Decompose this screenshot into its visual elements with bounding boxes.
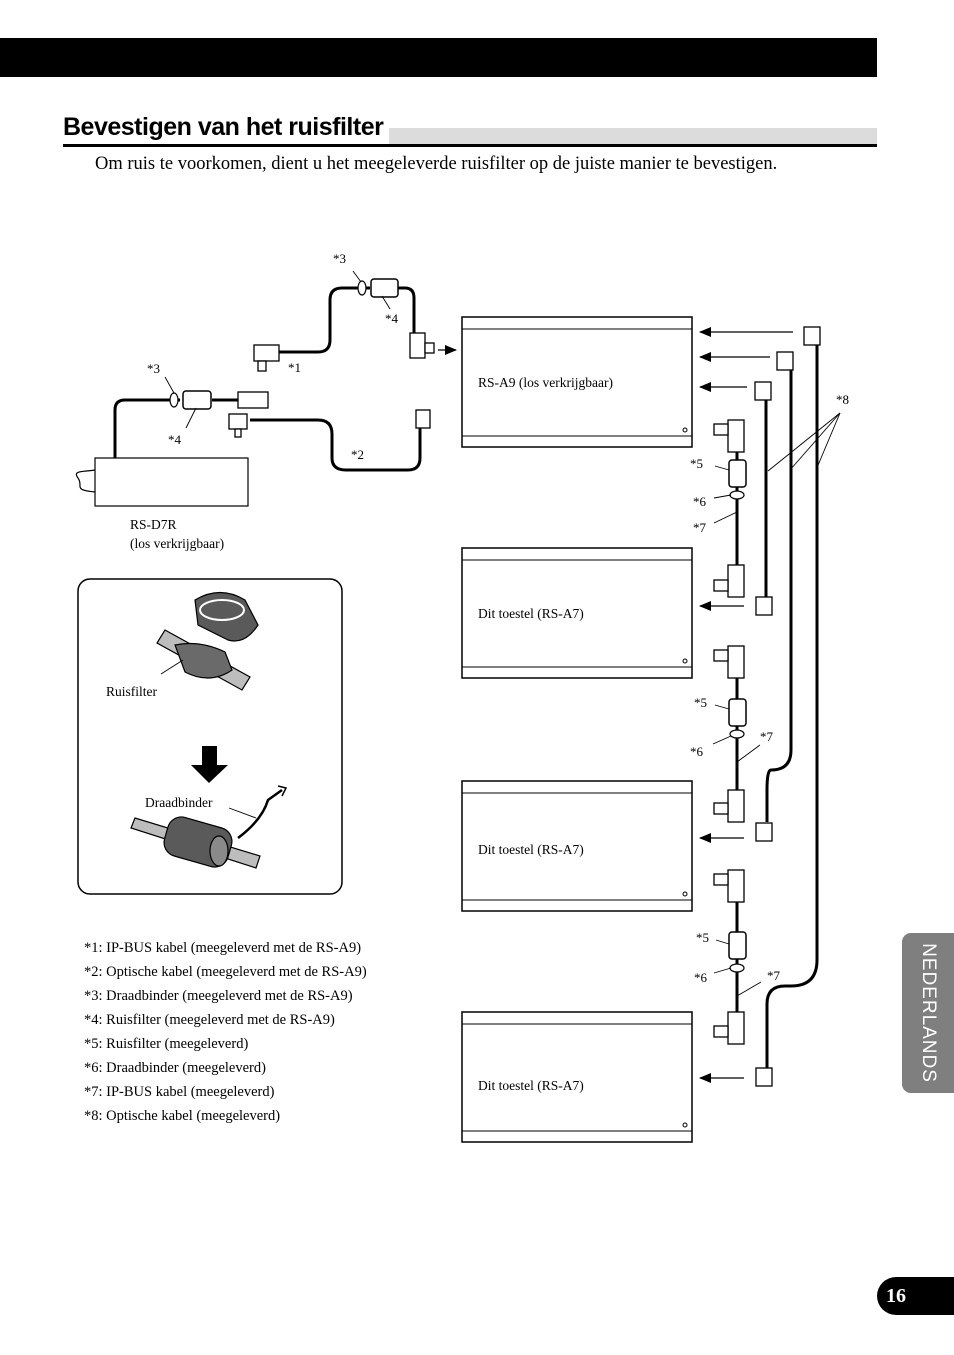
callout-7c: *7	[767, 968, 781, 983]
callout-5a: *5	[690, 456, 703, 471]
ferrite-filters	[182, 278, 747, 960]
amplifier-rs-a7-2	[461, 780, 693, 912]
draadbinder-illustration	[130, 785, 288, 869]
connection-arrows	[438, 327, 793, 1083]
inset-box	[77, 578, 343, 895]
legend-item: *3: Draadbinder (meegeleverd met de RS-A…	[84, 988, 353, 1004]
callout-3b: *3	[147, 361, 160, 376]
connectors	[228, 326, 821, 1087]
callout-2: *2	[351, 447, 364, 462]
down-arrow	[191, 746, 228, 783]
amplifier-rs-a9	[461, 316, 693, 448]
language-tab: NEDERLANDS	[902, 933, 954, 1093]
label-rs-d7r-sub: (los verkrijgbaar)	[130, 536, 224, 551]
legend-item: *2: Optische kabel (meegeleverd met de R…	[84, 964, 367, 980]
page-title: Bevestigen van het ruisfilter	[63, 110, 390, 144]
label-rs-a9: RS-A9 (los verkrijgbaar)	[478, 375, 613, 390]
ruisfilter-illustration	[156, 591, 259, 691]
top-bar	[0, 38, 877, 77]
label-rs-a7-3: Dit toestel (RS-A7)	[478, 1078, 584, 1093]
leader-lines	[164, 270, 841, 997]
rs-d7r-unit	[75, 457, 249, 507]
page-number: 16	[877, 1277, 954, 1315]
legend-item: *1: IP-BUS kabel (meegeleverd met de RS-…	[84, 940, 362, 956]
callout-1: *1	[288, 360, 301, 375]
heading-rule	[63, 144, 877, 147]
legend-list: *1: IP-BUS kabel (meegeleverd met de RS-…	[84, 937, 367, 1129]
cable-ties	[169, 280, 745, 973]
callout-4b: *4	[168, 432, 182, 447]
legend-item: *6: Draadbinder (meegeleverd)	[84, 1060, 266, 1076]
legend-item: *5: Ruisfilter (meegeleverd)	[84, 1036, 249, 1052]
callout-3a: *3	[333, 251, 346, 266]
callout-5c: *5	[696, 930, 709, 945]
callout-7a: *7	[693, 520, 707, 535]
legend-item: *4: Ruisfilter (meegeleverd met de RS-A9…	[84, 1012, 335, 1028]
callout-6c: *6	[694, 970, 708, 985]
callout-6a: *6	[693, 494, 707, 509]
callout-8: *8	[836, 392, 849, 407]
label-rs-d7r: RS-D7R	[130, 517, 177, 532]
amplifier-rs-a7-1	[461, 547, 693, 679]
callout-7b: *7	[760, 729, 774, 744]
callout-6b: *6	[690, 744, 704, 759]
callout-4a: *4	[385, 311, 399, 326]
intro-text: Om ruis te voorkomen, dient u het meegel…	[95, 154, 778, 174]
language-tab-label: NEDERLANDS	[918, 943, 939, 1083]
legend-item: *8: Optische kabel (meegeleverd)	[84, 1108, 281, 1124]
label-rs-a7-2: Dit toestel (RS-A7)	[478, 842, 584, 857]
legend-item: *7: IP-BUS kabel (meegeleverd)	[84, 1084, 275, 1100]
label-draadbinder: Draadbinder	[145, 795, 213, 810]
label-ruisfilter: Ruisfilter	[106, 684, 157, 699]
callout-5b: *5	[694, 695, 707, 710]
label-rs-a7-1: Dit toestel (RS-A7)	[478, 606, 584, 621]
amplifier-rs-a7-3	[461, 1011, 693, 1143]
